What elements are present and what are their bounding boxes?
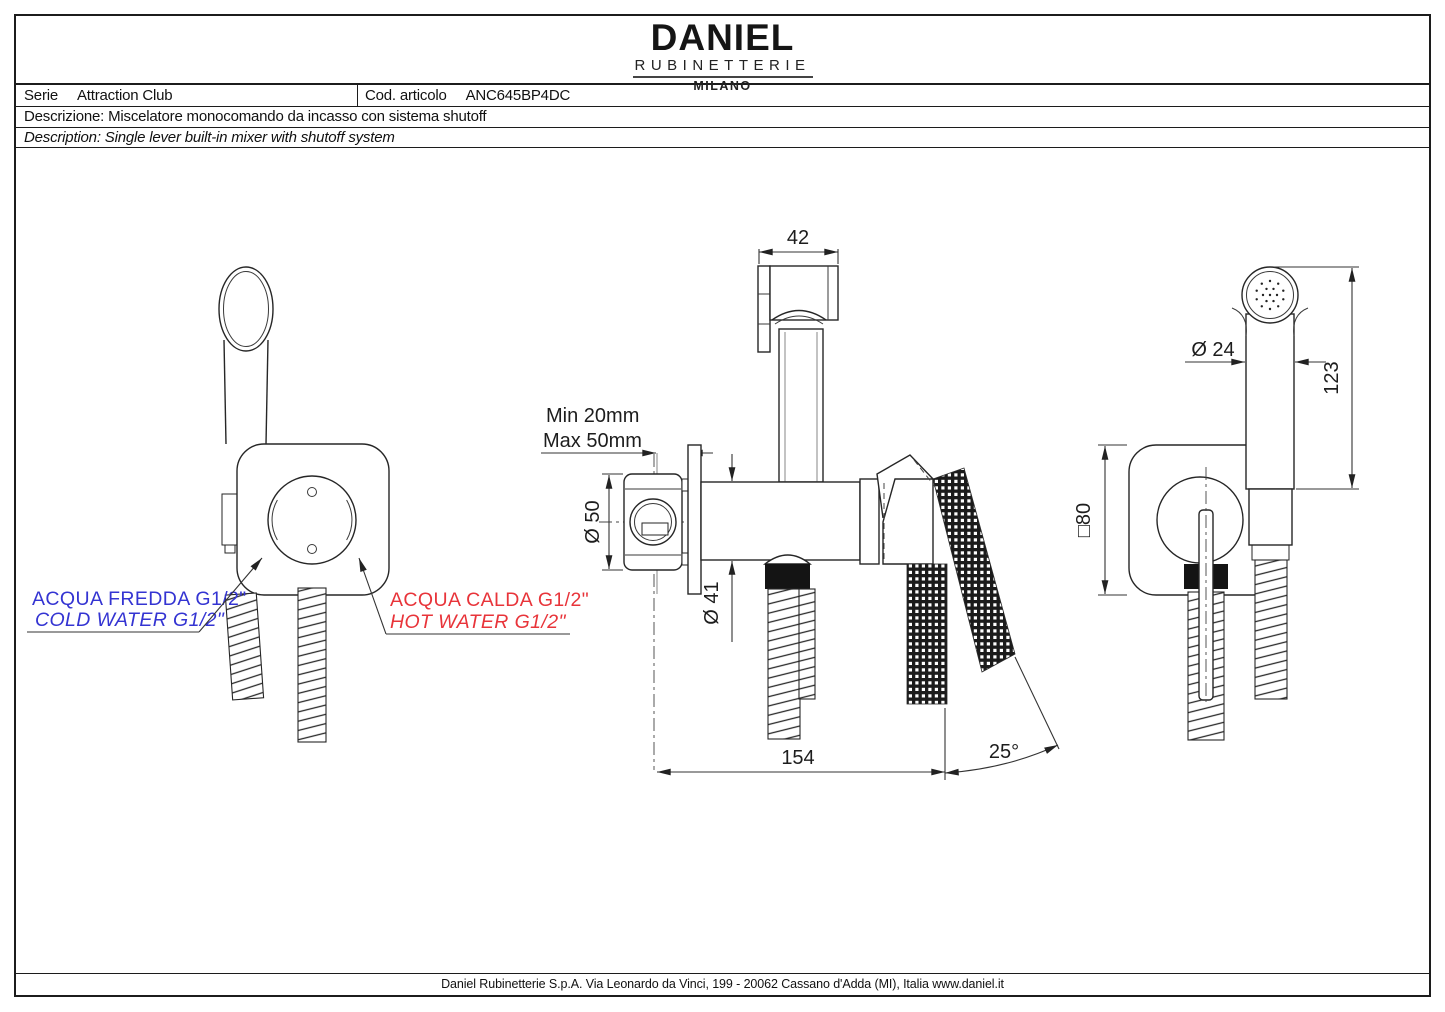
shower-hoses-back: [224, 587, 327, 743]
logo-band: DANIEL RUBINETTERIE MILANO: [16, 16, 1429, 93]
sheet-frame: DANIEL RUBINETTERIE MILANO Serie Attract…: [14, 14, 1431, 997]
back-view-drawing: ACQUA FREDDA G1/2" COLD WATER G1/2" ACQU…: [27, 266, 589, 743]
footer-address: Daniel Rubinetterie S.p.A. Via Leonardo …: [16, 973, 1429, 995]
dim-25-text: 25°: [989, 741, 1019, 763]
hot-water-label-it: ACQUA CALDA G1/2": [390, 589, 589, 611]
wall-flange: [687, 444, 702, 595]
serie-label: Serie: [24, 87, 59, 104]
serie-value: Attraction Club: [77, 87, 173, 104]
dimension-body-diameter: Ø 41: [701, 454, 736, 642]
article-code-label: Cod. articolo: [365, 87, 447, 104]
lever-cap: [882, 478, 934, 565]
technical-drawing: ACQUA FREDDA G1/2" COLD WATER G1/2" ACQU…: [27, 227, 1359, 780]
lever-knurled-open: [932, 467, 1016, 673]
hot-water-label: ACQUA CALDA G1/2" HOT WATER G1/2": [358, 557, 589, 635]
dimension-lever-angle: 25°: [944, 656, 1060, 776]
article-code-cell: Cod. articolo ANC645BP4DC: [357, 85, 1429, 106]
built-in-valve-side: [623, 444, 702, 595]
hose-outlet-tab-step: [224, 544, 236, 554]
dimension-plate-size: □80: [1073, 444, 1127, 596]
dim-50-text: Ø 50: [582, 500, 604, 543]
cold-water-label-it: ACQUA FREDDA G1/2": [32, 588, 247, 610]
cold-water-label-en: COLD WATER G1/2": [35, 609, 225, 631]
body-end-ring: [859, 478, 880, 565]
description-en-row: Description: Single lever built-in mixer…: [16, 128, 1429, 148]
hand-shower-back: [218, 266, 274, 445]
mounting-plate-back: [236, 443, 390, 596]
dimension-spray-height: 123: [1274, 266, 1359, 490]
hand-shower-front: [1231, 266, 1309, 546]
brand-subtitle: RUBINETTERIE: [632, 56, 813, 78]
cold-water-label: ACQUA FREDDA G1/2" COLD WATER G1/2": [27, 557, 263, 633]
hose-outlet-tab: [221, 493, 239, 546]
dimension-valve-diameter: Ø 50: [582, 473, 623, 571]
dimension-reach: 154: [657, 708, 946, 780]
brand-city: MILANO: [693, 78, 752, 93]
article-code-value: ANC645BP4DC: [465, 87, 571, 104]
brand-logo: DANIEL RUBINETTERIE MILANO: [632, 17, 813, 93]
brand-name: DANIEL: [650, 17, 795, 58]
lever-knurled-down: [906, 563, 948, 705]
hot-water-label-en: HOT WATER G1/2": [390, 611, 566, 633]
dim-42-text: 42: [787, 227, 809, 249]
dimension-wall-depth: Min 20mm Max 50mm: [541, 405, 713, 594]
outlet-and-hose-side: [762, 554, 816, 740]
side-view-drawing: 42 Min 20m: [541, 227, 1060, 780]
shower-handle-side: [778, 328, 824, 483]
wall-min-text: Min 20mm: [546, 405, 639, 427]
lever-side: [876, 454, 1016, 705]
mixer-body-side: [700, 481, 861, 561]
dim-24-text: Ø 24: [1191, 339, 1234, 361]
dimension-bracket-width: 42: [758, 227, 839, 264]
hot-leader-arrow: [358, 557, 387, 635]
dim-123-text: 123: [1321, 361, 1343, 394]
info-row-serie: Serie Attraction Club Cod. articolo ANC6…: [16, 85, 1429, 107]
cold-leader-arrow: [198, 557, 263, 633]
dim-154-text: 154: [781, 747, 814, 769]
spray-nozzles: [1255, 279, 1285, 311]
serie-cell: Serie Attraction Club: [16, 85, 357, 106]
hose-fitting-front: [1251, 544, 1290, 561]
shower-holder-side: [757, 265, 839, 353]
shutoff-band: [765, 564, 810, 589]
dimension-spray-diameter: Ø 24: [1185, 339, 1326, 366]
front-view-drawing: Ø 24 123 □80: [1073, 266, 1359, 741]
wall-max-text: Max 50mm: [543, 430, 642, 452]
dim-41-text: Ø 41: [701, 581, 723, 624]
dim-80-text: □80: [1073, 503, 1095, 537]
description-it-row: Descrizione: Miscelatore monocomando da …: [16, 107, 1429, 128]
hose-front-right: [1254, 559, 1288, 700]
